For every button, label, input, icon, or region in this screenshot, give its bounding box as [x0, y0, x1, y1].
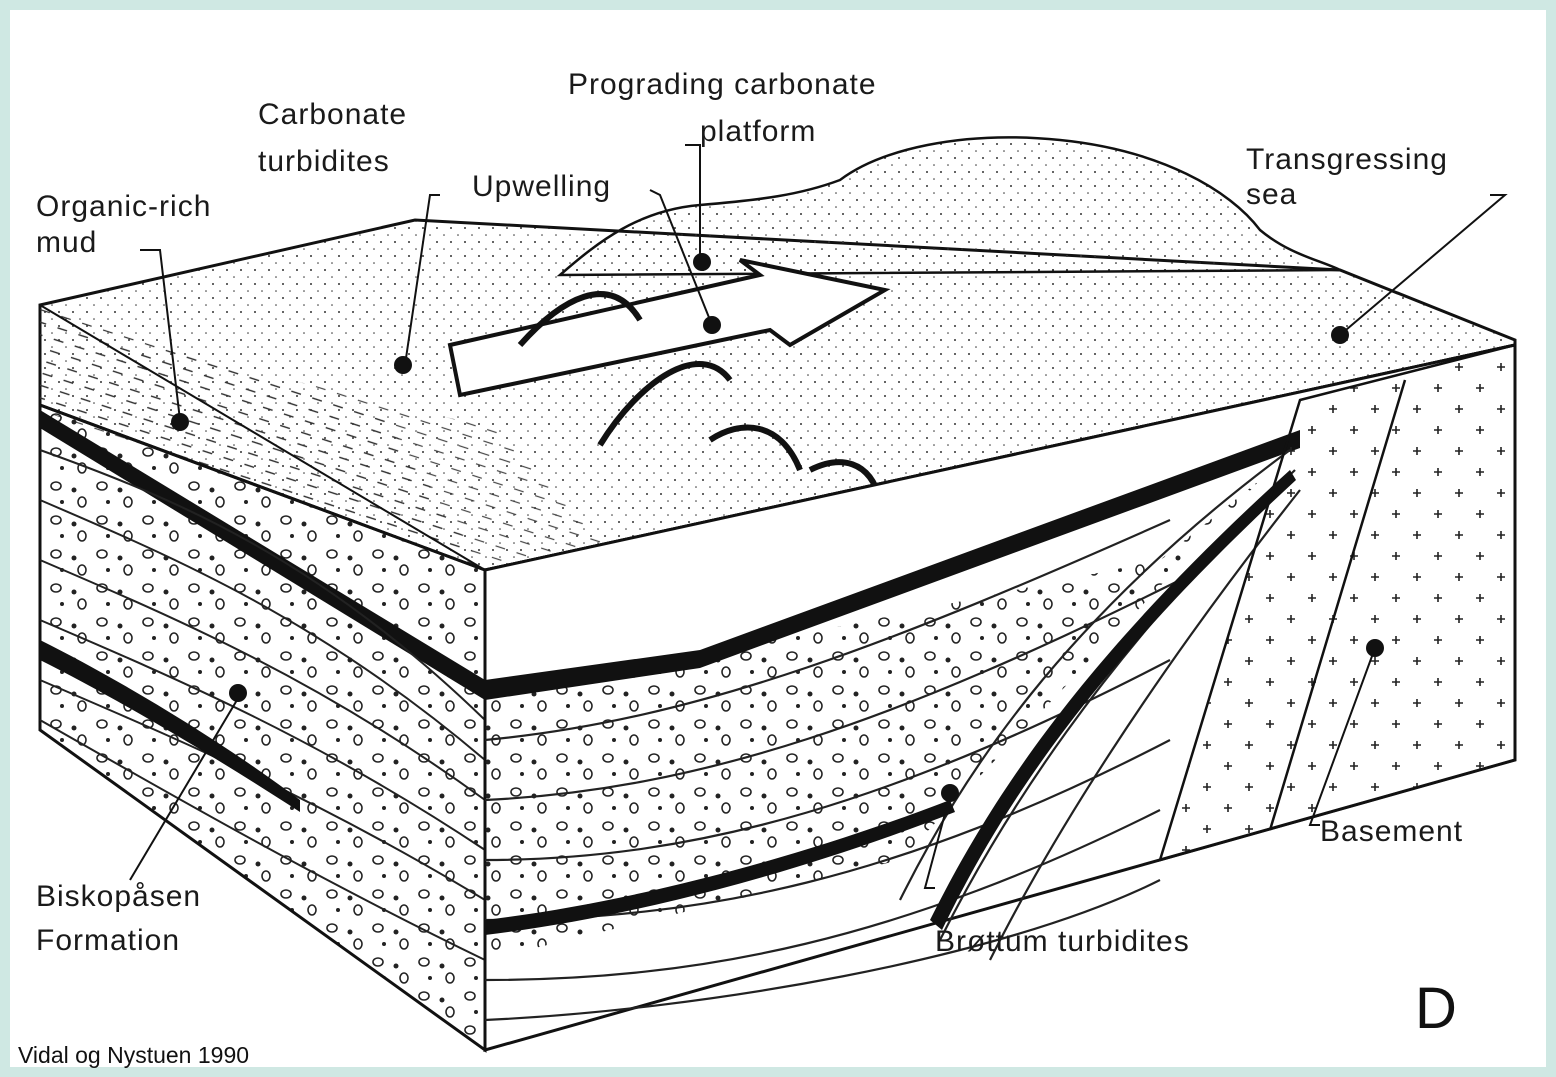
carbonate-platform-mound: [560, 137, 1340, 275]
label-formation: Formation: [36, 924, 180, 958]
label-basement: Basement: [1320, 815, 1463, 849]
label-mud: mud: [36, 226, 97, 260]
label-upwelling: Upwelling: [472, 170, 611, 204]
label-brottum-turbidites: Brøttum turbidites: [935, 925, 1190, 959]
label-carbonate: Carbonate: [258, 98, 407, 132]
label-organic-rich: Organic-rich: [36, 190, 211, 224]
label-transgressing: Transgressing: [1246, 143, 1448, 177]
label-sea: sea: [1246, 178, 1297, 212]
label-platform: platform: [700, 115, 816, 149]
panel-letter: D: [1415, 975, 1457, 1042]
label-biskopasen: Biskopåsen: [36, 880, 201, 914]
source-credit: Vidal og Nystuen 1990: [18, 1042, 249, 1069]
label-turbidites: turbidites: [258, 145, 390, 179]
label-prograding-carbonate: Prograding carbonate: [568, 68, 877, 102]
